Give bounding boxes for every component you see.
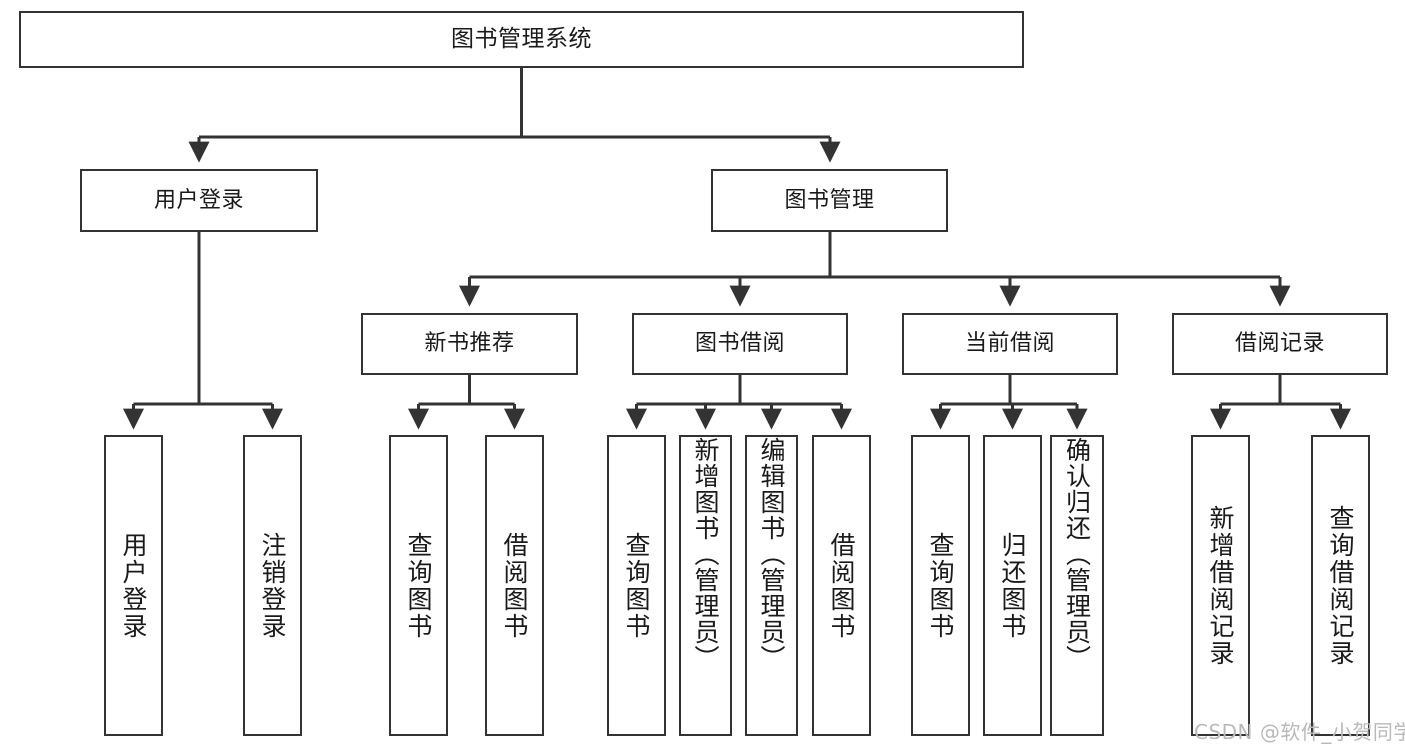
node-label: 查询借阅记录	[1326, 504, 1355, 667]
node-user-login[interactable]: 用户登录	[80, 169, 318, 232]
node-current-borrow[interactable]: 当前借阅	[902, 313, 1118, 375]
node-label: 新增图书（管理员）	[691, 437, 720, 671]
leaf-query-book-current[interactable]: 查询图书	[911, 435, 970, 736]
node-new-book-recommend[interactable]: 新书推荐	[361, 313, 578, 375]
node-label: 新增借阅记录	[1206, 504, 1235, 667]
node-book-borrow[interactable]: 图书借阅	[632, 313, 848, 375]
leaf-borrow-book-recommend[interactable]: 借阅图书	[485, 435, 544, 736]
leaf-borrow-book[interactable]: 借阅图书	[812, 435, 871, 736]
node-label: 查询图书	[622, 531, 651, 640]
node-label: 借阅图书	[827, 531, 856, 640]
leaf-add-book-admin[interactable]: 新增图书（管理员）	[679, 435, 732, 736]
node-label: 注销登录	[258, 531, 287, 640]
node-label: 查询图书	[404, 531, 433, 640]
leaf-confirm-return-admin[interactable]: 确认归还（管理员）	[1050, 435, 1104, 736]
node-label: 图书借阅	[694, 331, 785, 357]
csdn-watermark: CSDN @软件_小贺同学	[1194, 720, 1405, 744]
node-label: 图书管理系统	[451, 25, 592, 52]
node-label: 当前借阅	[964, 331, 1055, 357]
node-label: 借阅记录	[1234, 331, 1325, 357]
node-book-manage[interactable]: 图书管理	[711, 169, 948, 232]
node-label: 查询图书	[926, 531, 955, 640]
node-label: 确认归还（管理员）	[1062, 437, 1092, 671]
node-label: 归还图书	[998, 531, 1027, 640]
node-borrow-record[interactable]: 借阅记录	[1172, 313, 1388, 375]
node-label: 图书管理	[784, 187, 875, 213]
leaf-return-book[interactable]: 归还图书	[983, 435, 1042, 736]
node-label: 编辑图书（管理员）	[757, 437, 786, 671]
leaf-edit-book-admin[interactable]: 编辑图书（管理员）	[745, 435, 798, 736]
leaf-add-borrow-record[interactable]: 新增借阅记录	[1191, 435, 1250, 736]
node-root-system[interactable]: 图书管理系统	[19, 11, 1024, 68]
leaf-logout[interactable]: 注销登录	[243, 435, 302, 736]
node-label: 新书推荐	[424, 331, 515, 357]
leaf-query-borrow-record[interactable]: 查询借阅记录	[1311, 435, 1370, 736]
leaf-query-book-borrow[interactable]: 查询图书	[607, 435, 666, 736]
node-label: 用户登录	[119, 531, 148, 640]
leaf-query-book-recommend[interactable]: 查询图书	[389, 435, 448, 736]
node-label: 用户登录	[153, 187, 244, 213]
node-label: 借阅图书	[500, 531, 529, 640]
leaf-user-login[interactable]: 用户登录	[104, 435, 163, 736]
